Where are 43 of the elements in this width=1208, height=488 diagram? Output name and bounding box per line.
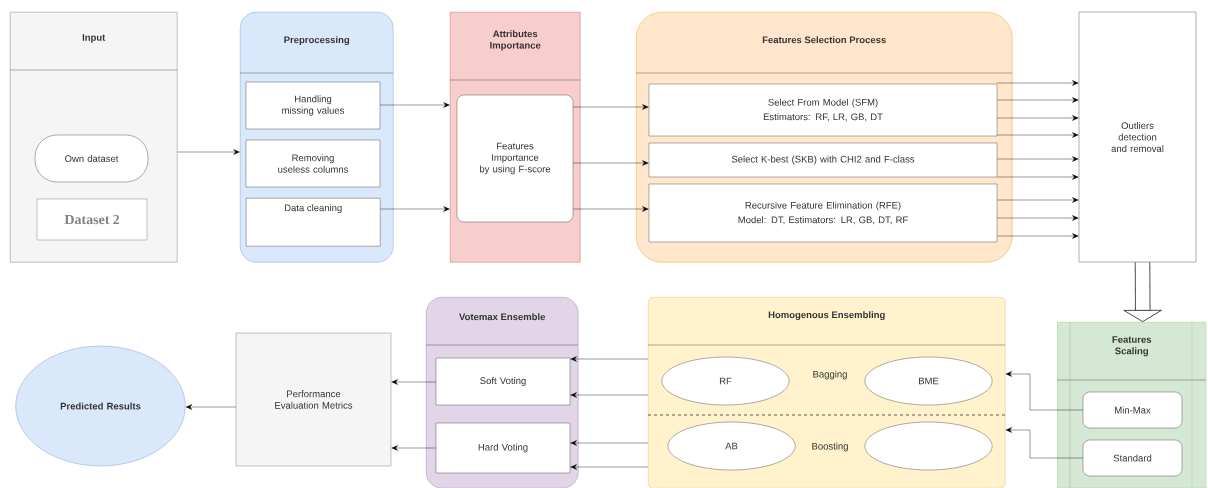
arrow — [573, 160, 649, 166]
arrow — [177, 149, 240, 155]
process-box: Soft Voting — [435, 357, 571, 406]
process-box: Features Importance by using F-score — [456, 94, 574, 223]
arrow — [997, 233, 1079, 239]
arrow — [391, 379, 436, 385]
process-box: Data cleaning — [246, 198, 381, 247]
arrow — [380, 102, 450, 108]
arrow — [1005, 427, 1083, 459]
arrow — [570, 464, 649, 470]
arrow — [380, 206, 450, 212]
arrow — [997, 197, 1079, 203]
arrow — [997, 97, 1079, 103]
process-box: Select K-best (SKB) with CHI2 and F-class — [648, 142, 998, 178]
arrow — [997, 156, 1079, 162]
dataset-box: Dataset 2 — [36, 198, 148, 241]
arrow — [391, 445, 436, 451]
pill-box: Own dataset — [34, 134, 149, 183]
process-box: Removing useless columns — [245, 139, 381, 188]
arrow — [997, 174, 1079, 180]
arrow — [573, 206, 649, 212]
option-box: Standard — [1082, 439, 1183, 477]
arrow — [185, 404, 236, 410]
arrow — [1005, 371, 1083, 411]
arrow — [997, 80, 1079, 86]
arrow — [997, 115, 1079, 121]
process-box: Recursive Feature Elimination (RFE) Model: DT, Estimators: LR, GB, DT, RF — [648, 183, 998, 243]
arrow — [997, 215, 1079, 221]
row-label: Boosting — [812, 442, 848, 452]
arrow — [997, 132, 1079, 138]
row-label: Bagging — [813, 370, 847, 380]
model-ellipse — [864, 421, 993, 471]
arrow — [570, 440, 649, 446]
arrow — [573, 104, 649, 110]
metrics-box: Performance Evaluation Metrics — [235, 332, 392, 467]
arrow — [570, 392, 649, 398]
block-arrow — [1123, 262, 1162, 322]
arrow — [570, 356, 649, 362]
process-box: Handling missing values — [245, 81, 381, 130]
option-box: Min-Max — [1082, 391, 1183, 429]
process-box: Hard Voting — [435, 422, 571, 474]
process-box: Select From Model (SFM) Estimators: RF, LR, GB, DT — [648, 83, 998, 137]
process-box: Outliers detection and removal — [1078, 11, 1197, 263]
